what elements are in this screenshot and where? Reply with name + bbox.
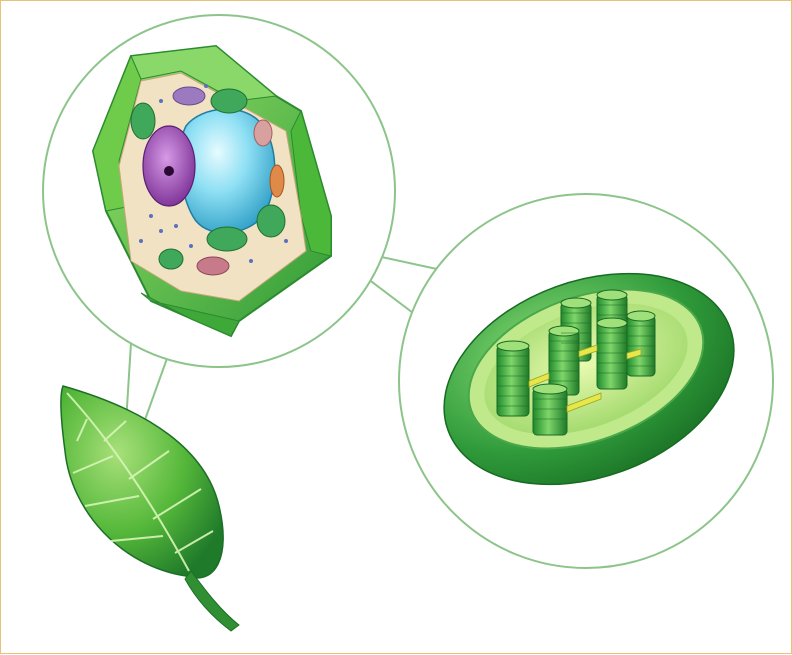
granum <box>497 341 529 416</box>
plant-cell-zoom <box>43 15 395 367</box>
golgi-apparatus <box>173 87 205 105</box>
cell-chloroplast <box>207 227 247 251</box>
cell-chloroplast <box>131 103 155 139</box>
cell-chloroplast <box>211 89 247 113</box>
leaf-stem <box>185 571 239 631</box>
leaf-illustration <box>61 386 239 631</box>
cell-chloroplast <box>159 249 183 269</box>
cell-chloroplast <box>257 205 285 237</box>
chloroplast-zoom <box>399 194 773 568</box>
granum <box>533 384 567 435</box>
granum <box>597 318 627 389</box>
mitochondrion <box>270 165 284 197</box>
nucleolus <box>164 166 174 176</box>
mitochondrion <box>254 120 272 146</box>
mitochondrion <box>197 257 229 275</box>
